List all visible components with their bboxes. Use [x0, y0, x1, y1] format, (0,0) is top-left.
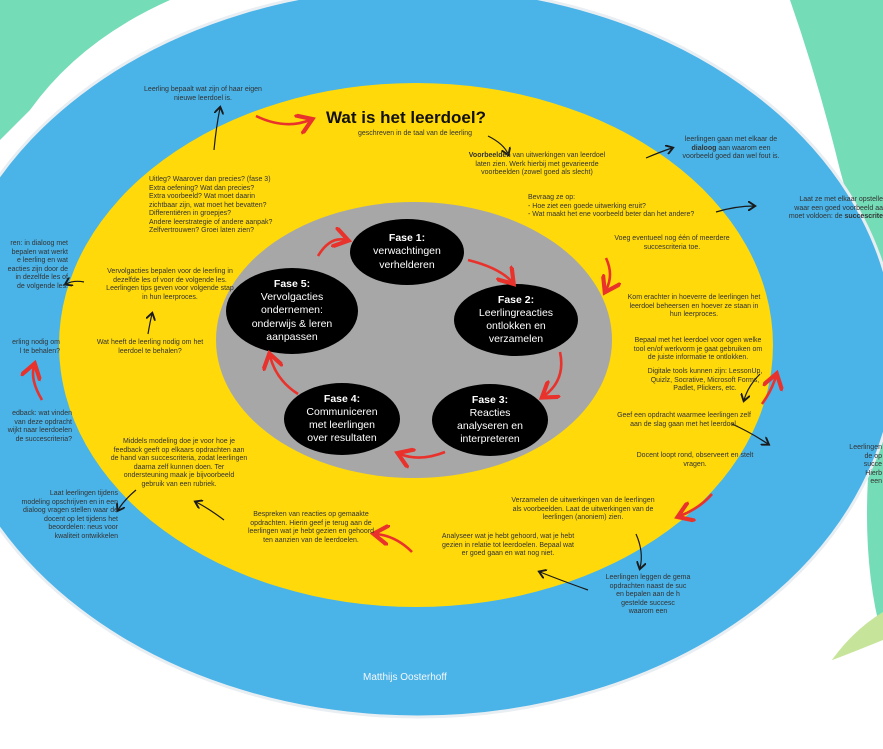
green-frame-top-left — [0, 0, 170, 140]
diagram-subtitle: geschreven in de taal van de leerling — [357, 130, 473, 137]
note-wat-heeft: Wat heeft de leerling nodig om het leerd… — [96, 339, 204, 355]
phase-1-label: Fase 1: — [388, 232, 426, 245]
phase-3: Fase 3: Reacties analyseren en interpret… — [434, 384, 546, 456]
note-bepaal: Bepaal met het leerdoel voor ogen welke … — [633, 337, 763, 362]
phase-3-text: Reacties analyseren en interpreteren — [457, 406, 523, 446]
arrow-phase-2-3 — [544, 351, 563, 396]
phase-2: Fase 2: Leerlingreacties ontlokken en ve… — [456, 285, 576, 355]
arrow-red-right-1 — [606, 257, 610, 290]
note-analyseer: Analyseer wat je hebt gehoord, wat je he… — [441, 533, 575, 558]
phase-1-ellipse — [350, 219, 464, 285]
arrow-black-11 — [540, 572, 589, 591]
phase-1: Fase 1: verwachtingen verhelderen — [353, 222, 461, 282]
phase-2-text: Leerlingreacties ontlokken en verzamelen — [478, 306, 554, 346]
note-verzamelen: Verzamelen de uitwerkingen van de leerli… — [511, 497, 655, 522]
arrow-black-4 — [715, 206, 754, 213]
arrow-phase-5-1 — [316, 239, 346, 257]
note-docent-loopt: Docent loopt rond, observeert en stelt v… — [636, 452, 754, 468]
note-uitleg: Uitleg? Waarover dan precies? (fase 3) E… — [149, 176, 273, 235]
note-laat-ze: Laat ze met elkaar opstelle waar een goe… — [758, 196, 883, 222]
phase-5-label: Fase 5: — [273, 278, 311, 291]
phase-ellipses — [226, 219, 578, 456]
arrow-black-2 — [487, 135, 508, 154]
arrows — [33, 108, 776, 591]
arrow-black-8 — [744, 373, 761, 400]
arrow-black-5 — [148, 314, 152, 335]
note-dialoog: leerlingen gaan met elkaar de dialoog aa… — [666, 136, 796, 162]
arrow-red-right-2 — [760, 376, 776, 405]
laat-ze-pre: Laat ze met elkaar opstelle waar een goe… — [788, 196, 883, 221]
phase-4-label: Fase 4: — [323, 392, 361, 405]
dialoog-pre: leerlingen gaan met elkaar de — [684, 136, 778, 143]
author-credit: Matthijs Oosterhoff — [363, 672, 447, 683]
note-right-leerlingen: Leerlingen de op succe Hierb een — [849, 444, 882, 486]
arrow-black-6 — [66, 281, 85, 284]
arrow-red-bottom — [376, 534, 413, 553]
laat-ze-bold: succescrite — [844, 213, 883, 221]
note-bespreken: Bespreken van reacties op gemaakte opdra… — [247, 511, 375, 544]
note-geef-opdracht: Geef een opdracht waarmee leerlingen zel… — [617, 412, 751, 428]
note-vervolgacties: Vervolgacties bepalen voor de leerling i… — [106, 268, 234, 301]
paper-edge-bottom — [0, 610, 883, 749]
note-left-feedback: edback: wat vinden van deze opdracht wij… — [7, 410, 72, 443]
phase-4: Fase 4: Communiceren met leerlingen over… — [286, 383, 398, 455]
phase-4-text: Communiceren met leerlingen over resulta… — [306, 405, 378, 445]
dialoog-bold: dialoog — [691, 144, 717, 152]
note-voeg-toe: Voeg eventueel nog één of meerdere succe… — [614, 235, 730, 251]
arrow-red-top — [255, 116, 310, 124]
dialoog-post: aan waarom een voorbeeld goed dan wel fo… — [682, 144, 780, 161]
note-voorbeelden: Voorbeelden van uitwerkingen van leerdoe… — [462, 152, 612, 178]
phase-5-ellipse — [226, 268, 358, 354]
arrow-black-9 — [118, 489, 137, 510]
arrow-phase-1-2 — [467, 258, 512, 282]
note-left-nodig: erling nodig om l te behalen? — [12, 339, 60, 355]
arrow-black-12 — [196, 502, 225, 521]
note-laat-leerlingen: Laat leerlingen tijdens modeling opschri… — [21, 490, 118, 540]
phase-3-ellipse — [432, 384, 548, 456]
arrow-phase-3-4 — [400, 452, 446, 458]
voorbeelden-rest: van uitwerkingen van leerdoel laten zien… — [475, 152, 606, 177]
arrow-black-3 — [645, 148, 672, 159]
phase-5-text: Vervolgacties ondernemen: onderwijs & le… — [251, 291, 333, 343]
arrow-red-left — [33, 366, 44, 401]
note-top-left: Leerling bepaalt wat zijn of haar eigen … — [144, 86, 262, 102]
note-digitale-tools: Digitale tools kunnen zijn: LessonUp, Qu… — [647, 368, 763, 393]
phase-5: Fase 5: Vervolgacties ondernemen: onderw… — [228, 269, 356, 353]
arrow-black-10 — [635, 533, 641, 568]
note-leggen: Leerlingen leggen de gema opdrachten naa… — [605, 574, 691, 616]
arrow-red-bottom-right — [680, 493, 713, 516]
phase-2-ellipse — [454, 284, 578, 356]
arrow-black-1 — [213, 108, 220, 151]
diagram-title: Wat is het leerdoel? — [326, 108, 486, 127]
note-bevraag: Bevraag ze op: - Hoe ziet een goede uitw… — [528, 194, 695, 219]
arrow-phase-4-5 — [270, 356, 299, 396]
note-middels-modeling: Middels modeling doe je voor hoe je feed… — [110, 438, 248, 488]
phase-3-label: Fase 3: — [471, 393, 509, 406]
note-left-dialog: ren: in dialoog met bepalen wat werkt e … — [7, 240, 68, 290]
phase-1-text: verwachtingen verhelderen — [373, 245, 441, 271]
note-kom-erachter: Kom erachter in hoeverre de leerlingen h… — [627, 294, 761, 319]
phase-4-ellipse — [284, 383, 400, 455]
phase-2-label: Fase 2: — [497, 293, 535, 306]
green-frame-right — [790, 0, 883, 640]
voorbeelden-bold: Voorbeelden — [468, 152, 511, 159]
arrow-black-7 — [731, 423, 768, 444]
